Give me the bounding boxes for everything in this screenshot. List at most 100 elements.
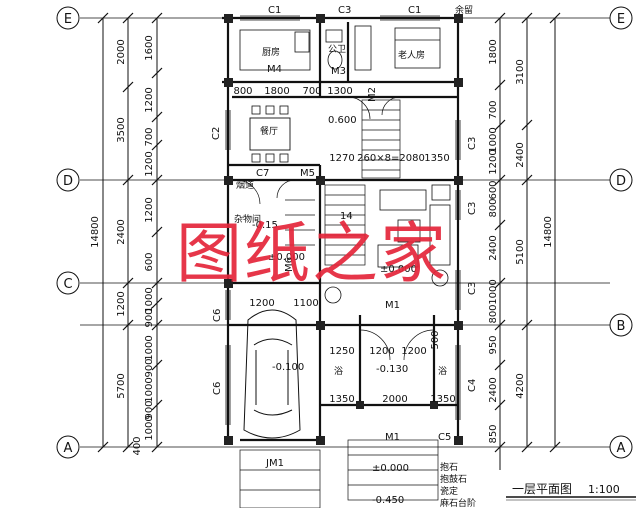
left-outer-dim-7: 1000 [144, 287, 155, 312]
interior-dim-3: 700 [302, 86, 321, 97]
wc-sink [325, 29, 343, 43]
axis-label-d-right: D [616, 174, 626, 189]
toilet [327, 50, 343, 70]
note-3: 瓷定 [440, 485, 458, 497]
label-shaft: 烟道 [236, 179, 254, 191]
room-label-bath-b: 浴 [438, 366, 447, 377]
door-swings [235, 96, 435, 361]
window-tag-c6-upper: C6 [212, 309, 223, 322]
window-tag-c2: C2 [211, 127, 222, 140]
left-outer-dim-9: 1000 [144, 335, 155, 360]
level-mark-3: ±0.000 [268, 252, 305, 263]
right-inner-dim-2: 2400 [515, 142, 526, 167]
level-mark-1: 0.600 [328, 115, 357, 126]
room-label-reserved: 余留 [455, 4, 473, 16]
window-tag-c1-left: C1 [268, 5, 281, 16]
left-inner-dim-3: 2400 [116, 219, 127, 244]
dining-table [249, 117, 291, 151]
left-outer-dim-4: 1200 [144, 151, 155, 176]
window-marks [225, 15, 461, 425]
entrance-steps [239, 439, 439, 508]
door-tag-m2: M2 [367, 87, 378, 102]
window-tag-c5: C5 [438, 432, 451, 443]
right-outer-dim-2: 700 [488, 100, 499, 119]
note-4: 麻石台阶 [440, 497, 476, 508]
room-label-kitchen: 厨房 [262, 46, 280, 58]
level-mark-2: -0.15 [252, 220, 278, 231]
wall-columns [224, 14, 463, 445]
door-tag-m6: M6 [284, 257, 295, 272]
interior-dim-9: 1100 [293, 298, 318, 309]
dining-chairs [251, 105, 289, 163]
living-furniture [324, 184, 451, 304]
level-mark-5: -0.100 [272, 362, 304, 373]
left-outer-dim-12: 900 [144, 400, 155, 419]
interior-dim-4: 1300 [327, 86, 352, 97]
elder-bed [394, 27, 441, 69]
door-tag-m3: M3 [331, 66, 346, 77]
left-inner-dim-4: 1200 [116, 291, 127, 316]
interior-dim-12: 1200 [401, 346, 426, 357]
left-outer-dim-5: 1200 [144, 197, 155, 222]
level-mark-7: ±0.000 [372, 463, 409, 474]
room-label-utility: 杂物间 [234, 213, 261, 225]
window-tag-c3-right-b: C3 [467, 202, 478, 215]
axis-label-e-left: E [64, 12, 72, 27]
interior-dim-6: 260×8=2080 [357, 153, 425, 164]
interior-dim-1: 800 [233, 86, 252, 97]
kitchen-counter [239, 29, 311, 71]
window-tag-c1-right: C1 [408, 5, 421, 16]
right-total-dim: 14800 [543, 216, 554, 248]
plan-title: 一层平面图 [512, 482, 572, 496]
right-outer-dim-1: 1800 [488, 39, 499, 64]
plan-scale: 1:100 [588, 483, 620, 496]
door-tag-m1-mid: M1 [385, 300, 400, 311]
right-inner-dim-4: 4200 [515, 373, 526, 398]
left-inner-dim-5: 5700 [116, 373, 127, 398]
left-outer-dim-1: 1600 [144, 35, 155, 60]
room-label-public-wc: 公卫 [328, 44, 346, 55]
window-tag-c6-lower: C6 [212, 382, 223, 395]
left-inner-dim-1: 2000 [116, 39, 127, 64]
room-label-dining: 餐厅 [260, 125, 278, 137]
left-inner-dim-2: 3500 [116, 117, 127, 142]
right-outer-dim-5: 600 [488, 180, 499, 199]
right-outer-dim-6: 800 [488, 198, 499, 217]
left-outer-dim-14: 400 [132, 436, 143, 455]
right-outer-dim-8: 1000 [488, 279, 499, 304]
right-inner-dim-3: 5100 [515, 239, 526, 264]
interior-dim-2: 1800 [264, 86, 289, 97]
door-tag-m1-bottom: M1 [385, 432, 400, 443]
left-outer-dim-6: 600 [144, 252, 155, 271]
level-mark-8: -0.450 [372, 495, 404, 506]
interior-dim-16: 500 [430, 330, 441, 349]
room-label-bath-a: 浴 [334, 366, 343, 377]
staircase [285, 99, 401, 266]
left-outer-dim-10: 900 [144, 358, 155, 377]
right-outer-dim-10: 950 [488, 335, 499, 354]
axis-label-a-right: A [617, 441, 626, 456]
watermark-text: 图纸之家 [176, 215, 448, 292]
right-inner-dim-1: 3100 [515, 59, 526, 84]
axis-label-c-left: C [63, 277, 72, 292]
axis-bubbles [56, 6, 633, 459]
left-outer-dim-8: 900 [144, 308, 155, 327]
level-mark-4: ±0.000 [380, 264, 417, 275]
right-outer-dim-4: 1200 [488, 149, 499, 174]
axis-label-b-right: B [617, 319, 626, 334]
right-outer-dim-3: 1000 [488, 127, 499, 152]
window-tag-c3-right-c: C3 [467, 282, 478, 295]
window-tag-c3-right-a: C3 [467, 137, 478, 150]
interior-dim-13: 1350 [329, 394, 354, 405]
right-outer-dim-12: 850 [488, 424, 499, 443]
right-outer-dim-7: 2400 [488, 235, 499, 260]
note-1: 抱石 [440, 461, 458, 473]
left-outer-dim-11: 1000 [144, 377, 155, 402]
shower-tray [354, 25, 372, 71]
axis-label-d-left: D [63, 174, 73, 189]
left-outer-dim-3: 700 [144, 127, 155, 146]
note-2: 抱鼓石 [440, 473, 467, 485]
interior-dim-8: 1200 [249, 298, 274, 309]
